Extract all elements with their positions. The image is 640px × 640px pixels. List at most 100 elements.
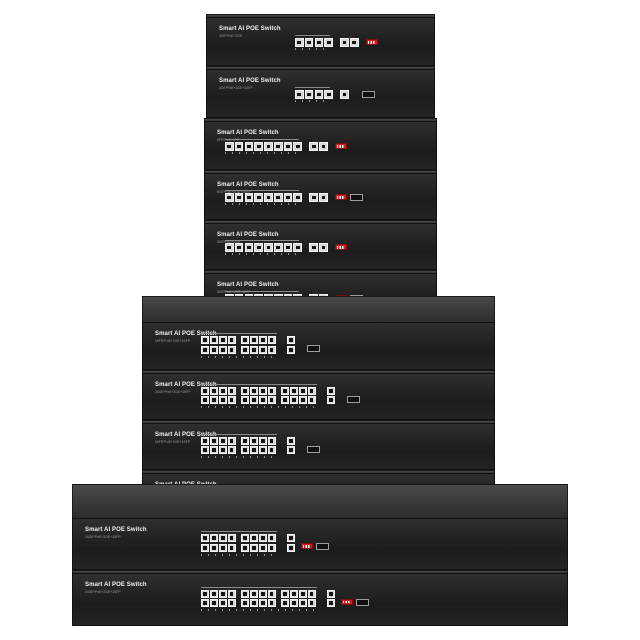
poe-port[interactable] — [218, 396, 227, 405]
poe-port[interactable] — [298, 599, 307, 608]
poe-port[interactable] — [227, 436, 236, 445]
uplink-port[interactable] — [309, 193, 318, 202]
poe-port[interactable] — [201, 396, 209, 405]
poe-port[interactable] — [225, 243, 234, 252]
poe-port[interactable] — [264, 243, 273, 252]
poe-port[interactable] — [249, 345, 258, 354]
poe-port[interactable] — [241, 589, 249, 598]
poe-port[interactable] — [273, 193, 283, 202]
poe-port[interactable] — [258, 446, 267, 455]
sfp-slot[interactable] — [306, 445, 320, 453]
poe-port[interactable] — [218, 534, 227, 543]
poe-port[interactable] — [209, 599, 218, 608]
poe-port[interactable] — [298, 589, 307, 598]
poe-port[interactable] — [307, 599, 316, 608]
poe-port[interactable] — [298, 396, 307, 405]
poe-port[interactable] — [293, 243, 303, 252]
sfp-slot[interactable] — [346, 395, 360, 403]
poe-port[interactable] — [201, 589, 209, 598]
poe-port[interactable] — [249, 543, 258, 552]
poe-port[interactable] — [244, 243, 254, 252]
poe-port[interactable] — [314, 38, 324, 47]
dip-switch[interactable] — [335, 143, 347, 150]
uplink-port[interactable] — [340, 90, 349, 99]
poe-port[interactable] — [258, 543, 267, 552]
poe-port[interactable] — [225, 142, 234, 151]
poe-port[interactable] — [293, 142, 303, 151]
poe-port[interactable] — [249, 386, 258, 395]
poe-port[interactable] — [241, 345, 249, 354]
poe-port[interactable] — [267, 599, 276, 608]
poe-port[interactable] — [218, 386, 227, 395]
poe-port[interactable] — [227, 534, 236, 543]
poe-port[interactable] — [249, 446, 258, 455]
poe-port[interactable] — [304, 90, 314, 99]
poe-port[interactable] — [258, 589, 267, 598]
poe-port[interactable] — [254, 243, 263, 252]
poe-port[interactable] — [267, 386, 276, 395]
poe-port[interactable] — [293, 193, 303, 202]
poe-port[interactable] — [307, 386, 316, 395]
poe-port[interactable] — [201, 446, 209, 455]
poe-port[interactable] — [267, 543, 276, 552]
poe-port[interactable] — [201, 336, 209, 345]
poe-port[interactable] — [241, 386, 249, 395]
poe-port[interactable] — [241, 446, 249, 455]
poe-port[interactable] — [295, 90, 304, 99]
poe-port[interactable] — [273, 142, 283, 151]
poe-port[interactable] — [241, 534, 249, 543]
poe-port[interactable] — [234, 193, 244, 202]
poe-port[interactable] — [209, 543, 218, 552]
poe-port[interactable] — [209, 446, 218, 455]
poe-port[interactable] — [227, 599, 236, 608]
poe-port[interactable] — [241, 336, 249, 345]
uplink-port[interactable] — [327, 386, 335, 395]
poe-port[interactable] — [218, 599, 227, 608]
uplink-port[interactable] — [319, 142, 328, 151]
poe-port[interactable] — [254, 142, 263, 151]
poe-port[interactable] — [295, 38, 304, 47]
poe-port[interactable] — [201, 534, 209, 543]
poe-port[interactable] — [258, 436, 267, 445]
poe-port[interactable] — [289, 599, 298, 608]
poe-port[interactable] — [227, 345, 236, 354]
poe-port[interactable] — [227, 589, 236, 598]
uplink-port[interactable] — [287, 336, 295, 345]
poe-port[interactable] — [249, 599, 258, 608]
poe-port[interactable] — [283, 243, 293, 252]
sfp-slot[interactable] — [306, 345, 320, 353]
poe-port[interactable] — [249, 436, 258, 445]
poe-port[interactable] — [234, 142, 244, 151]
poe-port[interactable] — [218, 543, 227, 552]
poe-port[interactable] — [227, 446, 236, 455]
poe-port[interactable] — [241, 599, 249, 608]
poe-port[interactable] — [307, 589, 316, 598]
poe-port[interactable] — [289, 396, 298, 405]
poe-port[interactable] — [264, 193, 273, 202]
poe-port[interactable] — [209, 534, 218, 543]
poe-port[interactable] — [218, 336, 227, 345]
poe-port[interactable] — [201, 599, 209, 608]
poe-port[interactable] — [264, 142, 273, 151]
poe-port[interactable] — [267, 589, 276, 598]
dip-switch[interactable] — [335, 194, 347, 201]
poe-port[interactable] — [209, 589, 218, 598]
dip-switch[interactable] — [300, 543, 313, 550]
poe-port[interactable] — [289, 386, 298, 395]
poe-port[interactable] — [241, 436, 249, 445]
poe-port[interactable] — [227, 336, 236, 345]
poe-port[interactable] — [218, 589, 227, 598]
poe-port[interactable] — [227, 396, 236, 405]
poe-port[interactable] — [314, 90, 324, 99]
poe-port[interactable] — [258, 534, 267, 543]
poe-port[interactable] — [254, 193, 263, 202]
poe-port[interactable] — [258, 336, 267, 345]
poe-port[interactable] — [201, 345, 209, 354]
sfp-slot[interactable] — [362, 90, 375, 98]
poe-port[interactable] — [218, 446, 227, 455]
poe-port[interactable] — [249, 396, 258, 405]
sfp-slot[interactable] — [315, 543, 329, 551]
poe-port[interactable] — [267, 396, 276, 405]
poe-port[interactable] — [201, 436, 209, 445]
poe-port[interactable] — [209, 345, 218, 354]
